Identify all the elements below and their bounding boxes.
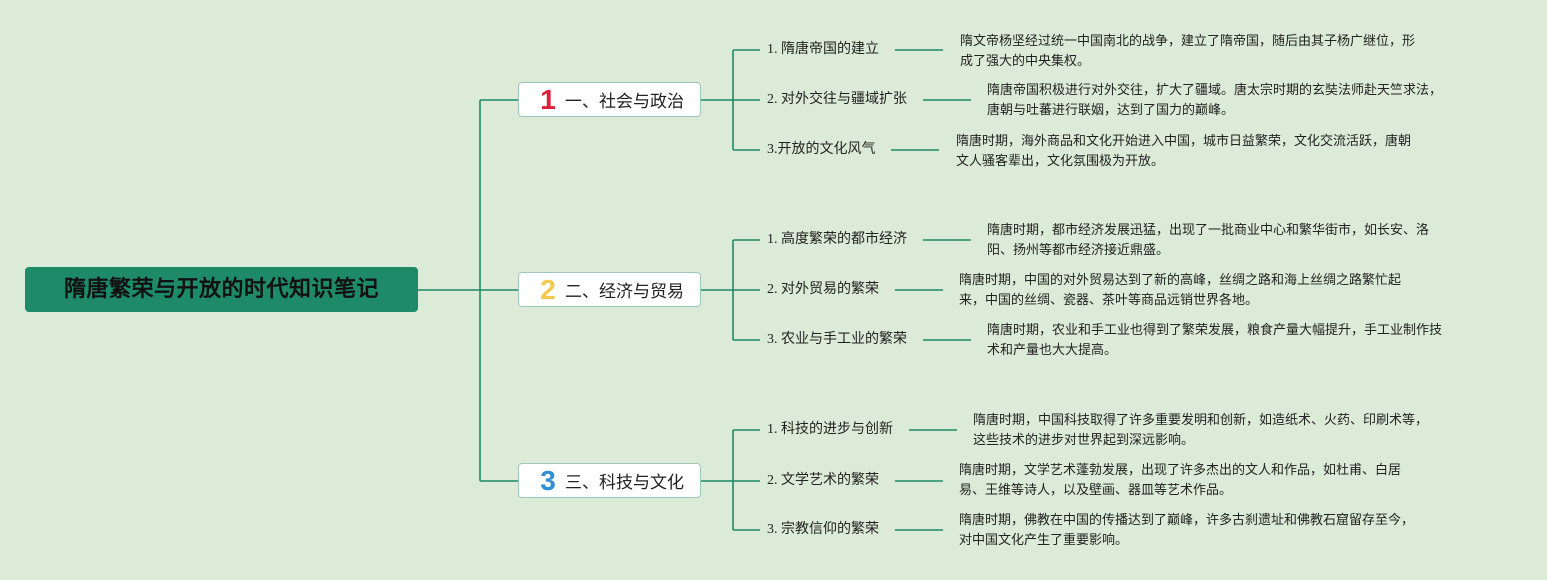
leaf-node[interactable]: 1. 高度繁荣的都市经济 [767, 232, 907, 247]
number-2-icon: 2 [540, 273, 556, 305]
description-text: 隋文帝杨坚经过统一中国南北的战争，建立了隋帝国，随后由其子杨广继位，形 成了强大… [960, 34, 1416, 69]
branch-label: 一、社会与政治 [565, 92, 684, 112]
leaf-node[interactable]: 1. 科技的进步与创新 [767, 422, 893, 437]
branch-label: 二、经济与贸易 [565, 282, 684, 302]
leaf-node[interactable]: 3. 农业与手工业的繁荣 [767, 332, 907, 347]
number-1-icon: 1 [540, 83, 556, 115]
description-text: 隋唐时期，中国的对外贸易达到了新的高峰，丝绸之路和海上丝绸之路繁忙起 来，中国的… [959, 273, 1402, 308]
branch-node-economy-trade[interactable]: 2 二、经济与贸易 [518, 272, 701, 307]
branch-label: 三、科技与文化 [565, 473, 684, 493]
description-text: 隋唐时期，农业和手工业也得到了繁荣发展，粮食产量大幅提升，手工业制作技 术和产量… [987, 323, 1443, 358]
description-text: 隋唐时期，海外商品和文化开始进入中国，城市日益繁荣，文化交流活跃，唐朝 文人骚客… [956, 134, 1412, 169]
description-text: 隋唐时期，都市经济发展迅猛，出现了一批商业中心和繁华街市，如长安、洛 阳、扬州等… [987, 223, 1430, 258]
branch-node-society-politics[interactable]: 1 一、社会与政治 [518, 82, 701, 117]
description-text: 隋唐帝国积极进行对外交往，扩大了疆域。唐太宗时期的玄奘法师赴天竺求法， 唐朝与吐… [987, 83, 1443, 118]
leaf-node[interactable]: 2. 对外贸易的繁荣 [767, 282, 879, 297]
leaf-node[interactable]: 1. 隋唐帝国的建立 [767, 42, 879, 57]
leaf-node[interactable]: 3.开放的文化风气 [767, 142, 876, 157]
description-text: 隋唐时期，中国科技取得了许多重要发明和创新，如造纸术、火药、印刷术等， 这些技术… [973, 413, 1429, 448]
leaf-node[interactable]: 2. 对外交往与疆域扩张 [767, 92, 907, 107]
number-3-icon: 3 [540, 464, 556, 496]
root-node[interactable]: 隋唐繁荣与开放的时代知识笔记 [25, 267, 418, 312]
leaf-node[interactable]: 2. 文学艺术的繁荣 [767, 473, 879, 488]
leaf-node[interactable]: 3. 宗教信仰的繁荣 [767, 522, 879, 537]
description-text: 隋唐时期，佛教在中国的传播达到了巅峰，许多古刹遗址和佛教石窟留存至今， 对中国文… [959, 513, 1415, 548]
description-text: 隋唐时期，文学艺术蓬勃发展，出现了许多杰出的文人和作品，如杜甫、白居 易、王维等… [959, 463, 1402, 498]
branch-node-science-culture[interactable]: 3 三、科技与文化 [518, 463, 701, 498]
